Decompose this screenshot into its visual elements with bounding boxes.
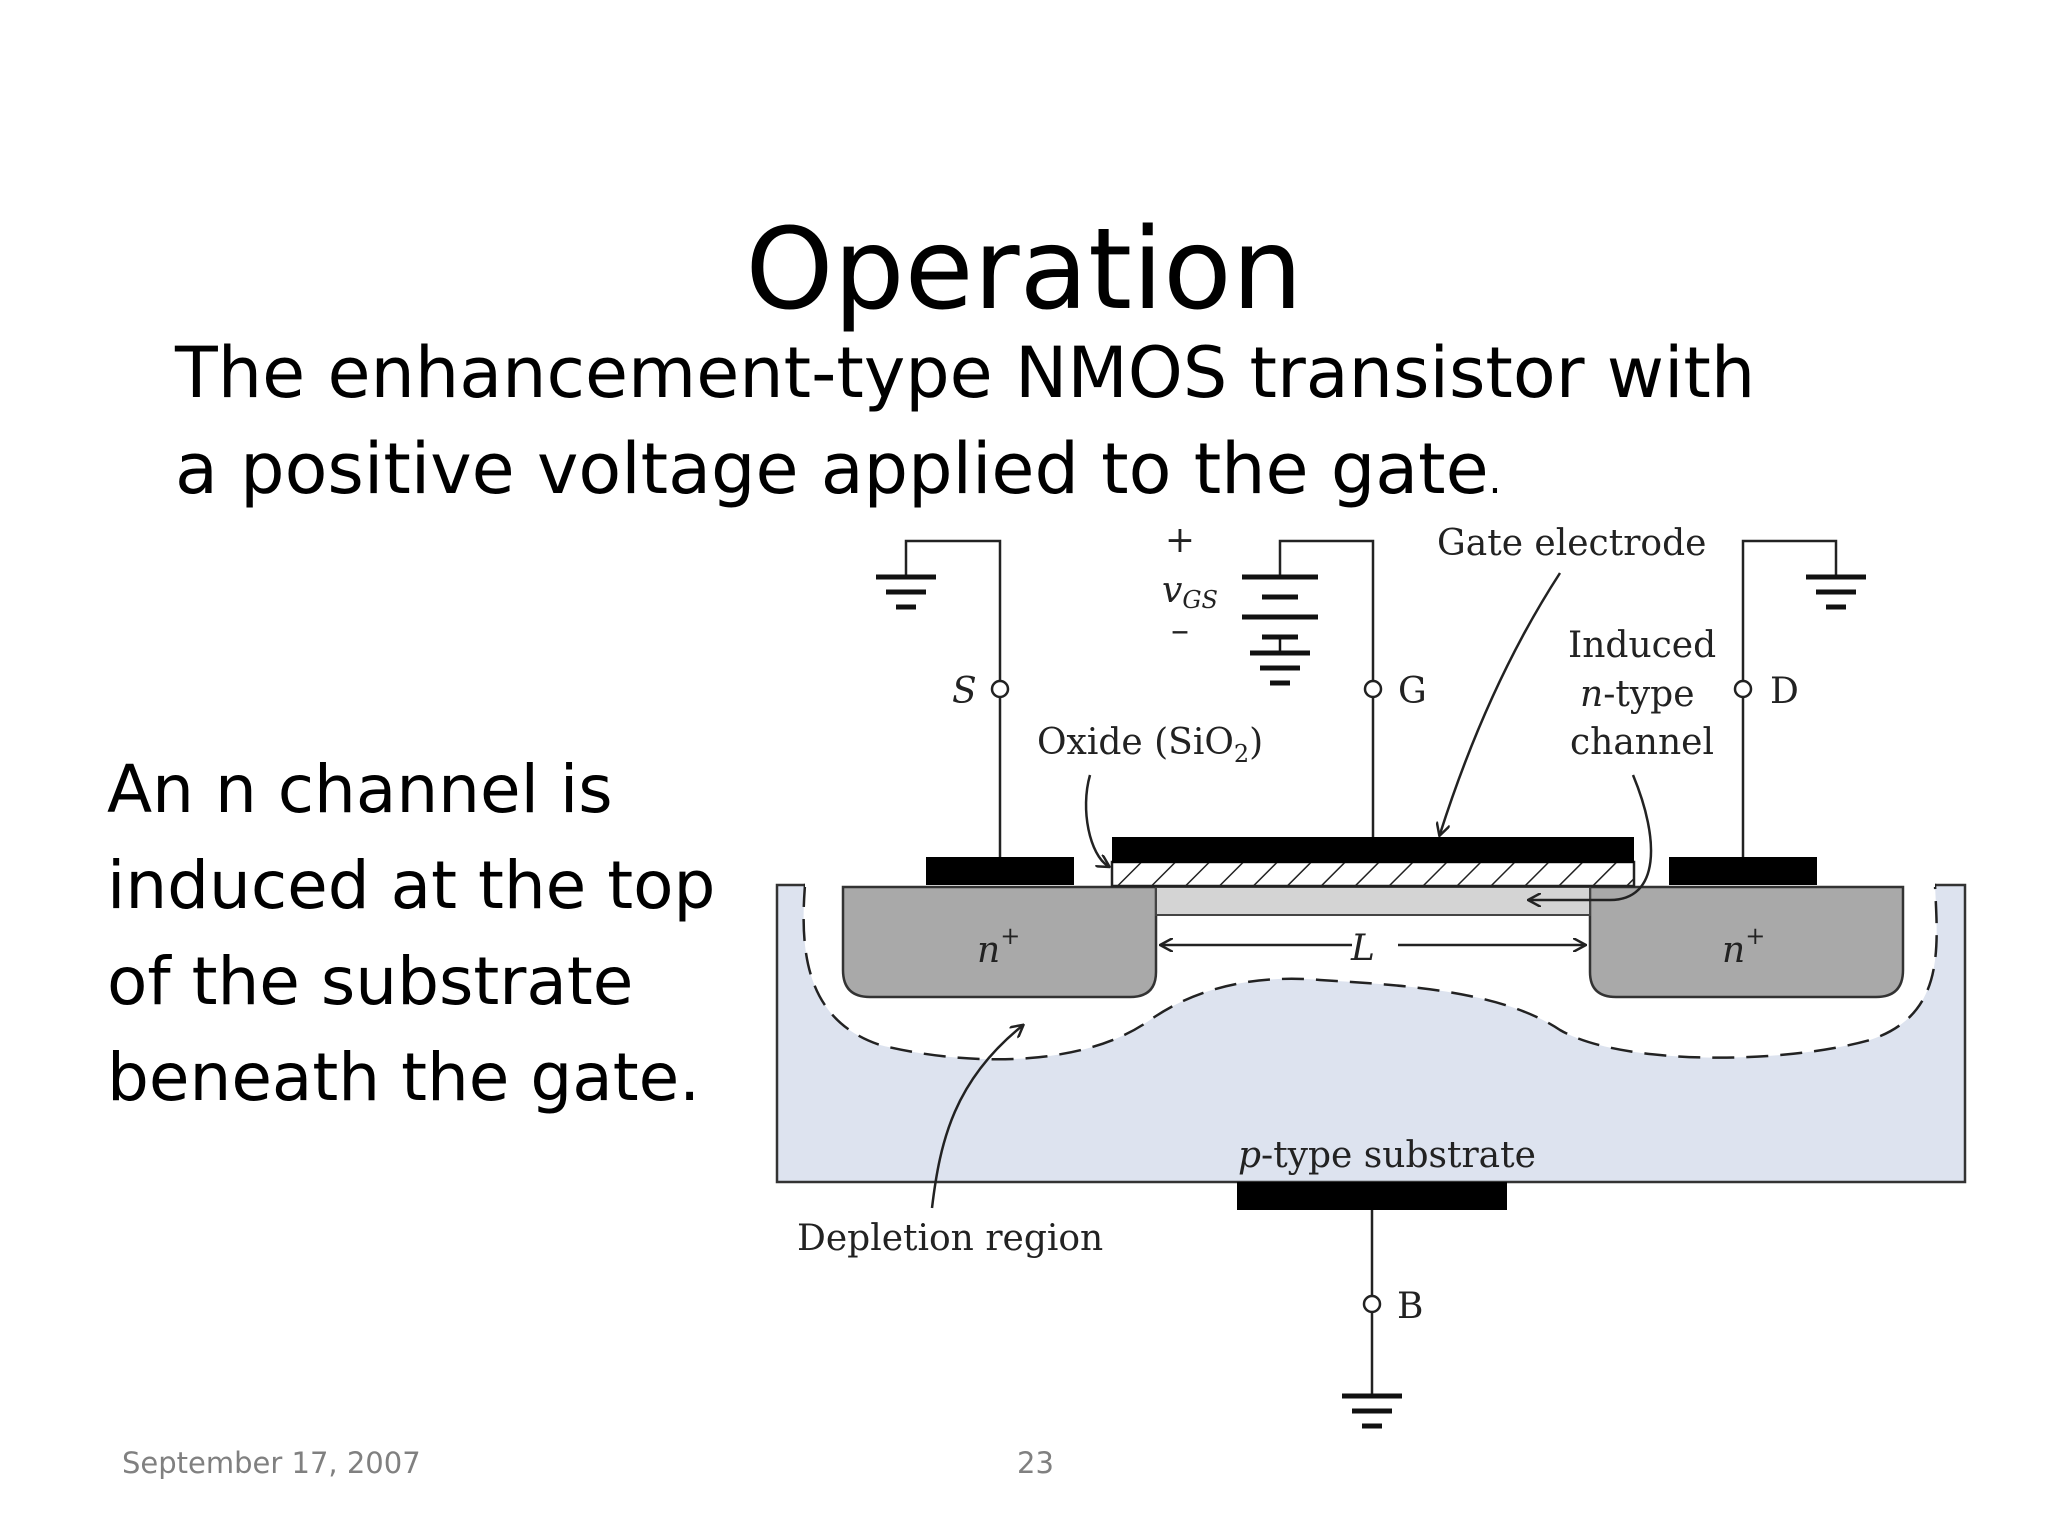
slide-subtitle: The enhancement-type NMOS transistor wit… [175,325,1775,528]
ground-icon [1250,650,1310,686]
n-plus-drain-label: n+ [1722,922,1765,971]
body-label: B [1397,1286,1423,1327]
footer-page-number: 23 [1017,1446,1054,1480]
gate-electrode-label: Gate electrode [1437,523,1706,564]
induced-channel-region [1155,886,1591,916]
ground-icon [1342,1393,1402,1429]
channel-arrow [1530,774,1653,900]
gate-label: G [1398,671,1427,712]
n-plus-drain-region [1588,885,1905,999]
vgs-label: vGS [1162,570,1218,614]
body-contact [1237,1182,1507,1210]
source-contact [926,857,1074,885]
drain-label: D [1770,671,1799,712]
source-terminal [990,679,1010,699]
side-line-3: of the substrate [107,943,634,1020]
depletion-arrow [930,1026,1022,1209]
n-type-label: n-type [1580,674,1695,715]
source-label: S [952,671,977,712]
n-plus-source-region [841,885,1158,999]
gate-terminal [1363,679,1383,699]
side-line-4: beneath the gate. [107,1039,701,1116]
induced-label: Induced [1568,625,1716,666]
side-description: An n channel is induced at the top of th… [107,742,747,1126]
slide-title: Operation [745,205,1303,335]
oxide-arrow [1084,774,1108,866]
drain-contact [1669,857,1817,885]
gate-electrode-arrow [1440,572,1562,834]
vgs-minus-label: – [1171,610,1189,651]
channel-label: channel [1570,722,1714,763]
gate-electrode [1112,837,1634,863]
ground-icon [1806,574,1866,610]
drain-terminal [1733,679,1753,699]
subtitle-period: . [1488,457,1502,503]
oxide-layer [1110,860,1636,888]
depletion-region-label: Depletion region [797,1218,1103,1259]
length-label: L [1350,928,1375,969]
footer-date: September 17, 2007 [122,1446,421,1480]
ground-icon [876,574,936,610]
oxide-label: Oxide (SiO2) [1037,722,1263,768]
side-line-1: An n channel is [107,751,613,828]
body-terminal [1362,1294,1382,1314]
n-plus-source-label: n+ [977,922,1020,971]
vgs-plus-label: + [1165,520,1195,561]
side-line-2: induced at the top [107,847,716,924]
subtitle-text: The enhancement-type NMOS transistor wit… [175,332,1756,510]
p-substrate-label: p-type substrate [1238,1135,1536,1176]
battery-icon [1242,574,1318,653]
